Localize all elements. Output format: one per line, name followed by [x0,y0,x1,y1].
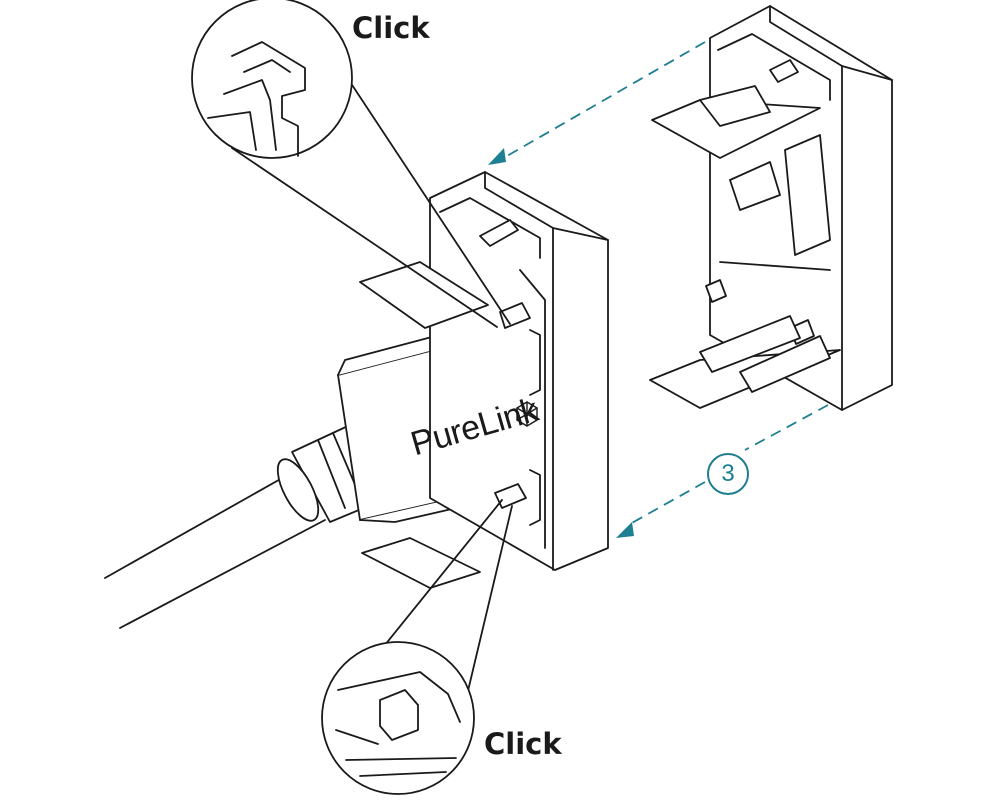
top-latch-plate [359,261,489,329]
click-label-top: Click [352,11,430,45]
arrow-head-icon [616,522,634,538]
keystone-frame [429,171,609,571]
step-number-badge: 3 [707,453,749,495]
bottom-zoom-callout [321,499,513,795]
click-label-bottom: Click [484,727,562,761]
arrow-head-icon [488,148,506,165]
back-housing [649,5,893,411]
top-zoom-callout [191,0,511,328]
cable [104,467,326,629]
hexagon-logo-icon [516,401,538,427]
bottom-latch-plate [361,537,481,589]
assembly-guides [499,41,829,525]
